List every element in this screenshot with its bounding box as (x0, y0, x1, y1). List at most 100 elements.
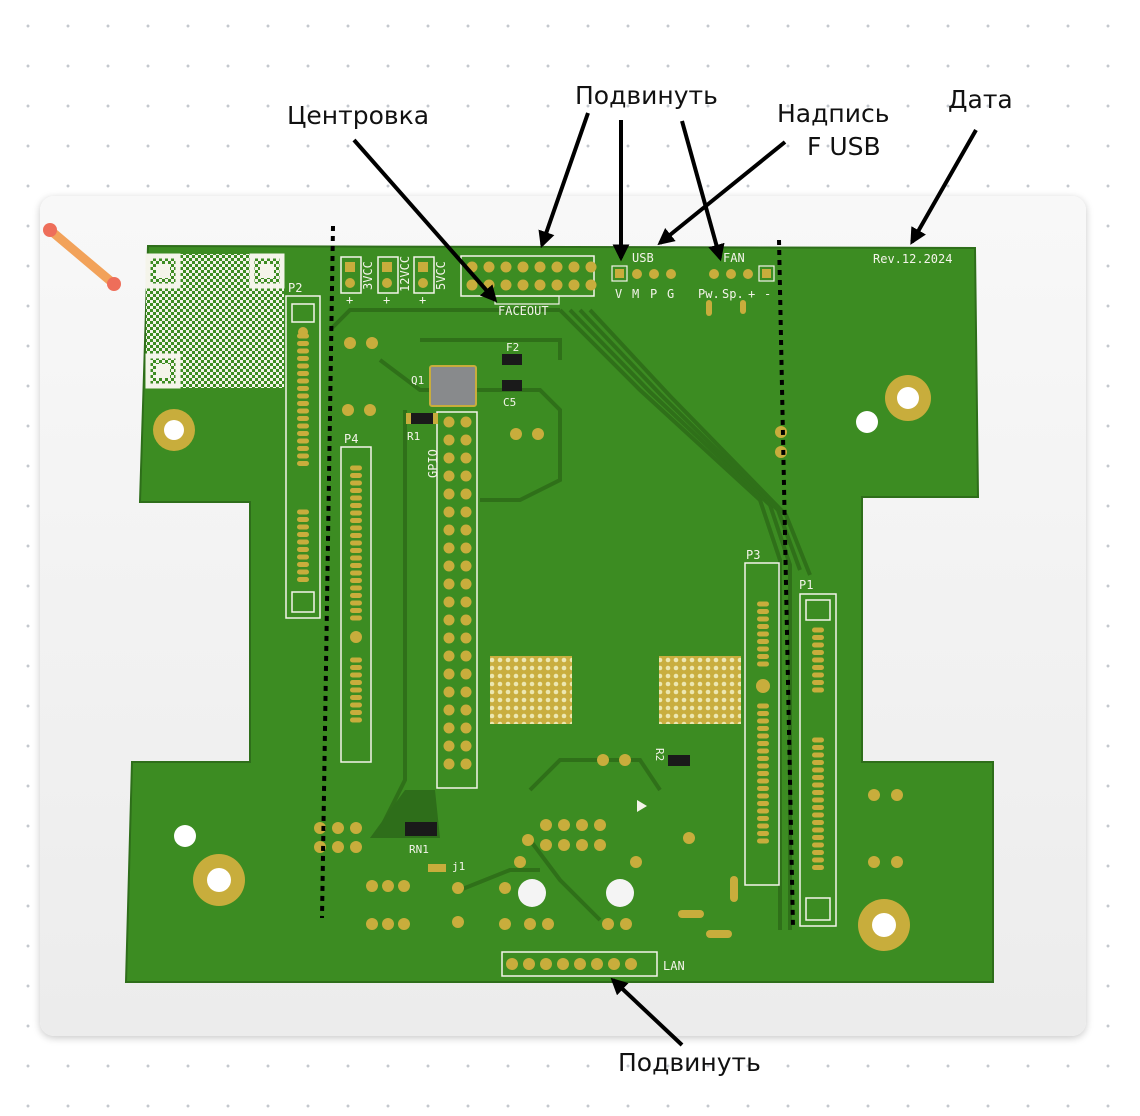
pad (350, 657, 362, 663)
pad (757, 748, 769, 754)
pad (522, 834, 534, 846)
pad (812, 827, 824, 833)
pad (460, 542, 472, 554)
pad (350, 695, 362, 700)
silk-rev: Rev.12.2024 (873, 252, 952, 266)
pad (297, 461, 309, 466)
pad (350, 555, 362, 561)
silk-usb-m: M (632, 287, 639, 301)
pad (812, 635, 824, 640)
pad (568, 279, 580, 291)
pad (757, 624, 769, 629)
pad (757, 726, 769, 731)
pad (297, 569, 309, 575)
pad (332, 841, 344, 853)
bga-chip-right (659, 656, 741, 724)
pad (350, 510, 362, 516)
pad (443, 542, 455, 554)
pad (757, 718, 769, 724)
pad (297, 524, 309, 530)
pad (625, 958, 637, 970)
pad (757, 786, 769, 791)
pad (775, 446, 787, 458)
pad (812, 737, 824, 743)
pad (350, 578, 362, 583)
silk-j1: j1 (452, 860, 465, 873)
pad (297, 431, 309, 436)
pad (366, 918, 378, 930)
pads (297, 261, 903, 970)
pad (297, 539, 309, 545)
pad (757, 771, 769, 776)
center-guides (320, 225, 795, 929)
pad (499, 918, 511, 930)
silk-plus-3: + (419, 293, 426, 307)
pad (891, 789, 903, 801)
pad (297, 446, 309, 451)
pad (632, 269, 642, 279)
pad (532, 428, 544, 440)
pad (812, 865, 824, 870)
silk-5vcc: 5VCC (434, 261, 448, 290)
pad (812, 820, 824, 825)
pad (366, 880, 378, 892)
pad (812, 767, 824, 773)
pad (812, 850, 824, 855)
pad (350, 822, 362, 834)
pad (350, 665, 362, 670)
selection-handle-icon[interactable] (43, 223, 121, 291)
pad (757, 816, 769, 821)
pad (594, 839, 606, 851)
annotation-centering: Центровка (287, 101, 430, 130)
pad (297, 371, 309, 376)
pad (350, 631, 362, 643)
pad (443, 758, 455, 770)
pad (812, 857, 824, 863)
pad (443, 614, 455, 626)
pad (534, 279, 546, 291)
pad (594, 819, 606, 831)
pad (757, 831, 769, 836)
pad (812, 835, 824, 840)
vcc-jumpers: 3VCC 12VCC 5VCC + + + (340, 256, 448, 307)
pad (443, 596, 455, 608)
pad (443, 452, 455, 464)
pad (350, 465, 362, 471)
pad (757, 741, 769, 746)
pad (757, 631, 769, 637)
pad (630, 856, 642, 868)
pad (460, 578, 472, 590)
pad (517, 261, 529, 273)
bga-chip-left (490, 656, 572, 724)
silk-usb-v: V (615, 287, 622, 301)
pad (534, 261, 546, 273)
pad (540, 958, 552, 970)
pad (757, 639, 769, 644)
pad (574, 958, 586, 970)
silk-lan: LAN (663, 959, 685, 973)
pad (466, 279, 478, 291)
pad (443, 560, 455, 572)
pad (757, 646, 769, 652)
pad (350, 518, 362, 523)
pad (812, 650, 824, 655)
silk-f2: F2 (506, 341, 519, 354)
pad (350, 702, 362, 708)
pad (540, 839, 552, 851)
pad (576, 819, 588, 831)
mounting-holes (153, 375, 931, 951)
pad (812, 760, 824, 765)
pad (297, 401, 309, 406)
pad (812, 812, 824, 818)
silk-fan-pw: Pw. (698, 287, 720, 301)
pad (460, 488, 472, 500)
pad (297, 532, 309, 537)
pad (443, 686, 455, 698)
pad (297, 547, 309, 552)
silk-faceout: FACEOUT (498, 304, 549, 318)
pad (757, 601, 769, 607)
pad (757, 616, 769, 622)
pad (297, 438, 309, 444)
pad (350, 503, 362, 508)
